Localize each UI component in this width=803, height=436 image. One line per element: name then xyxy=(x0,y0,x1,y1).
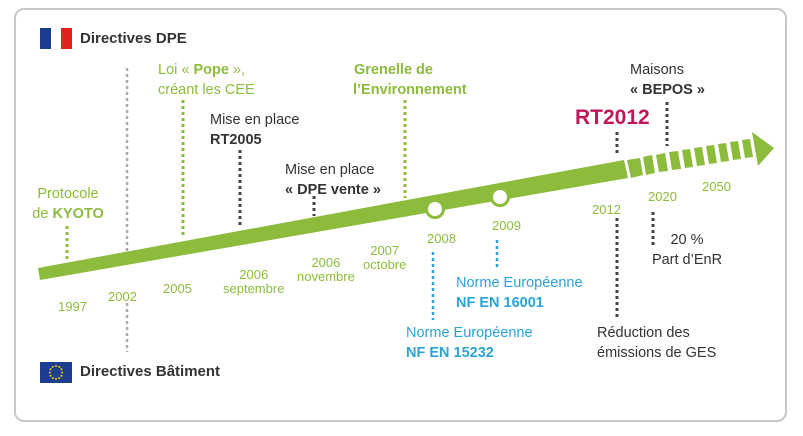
event-dpe-vente-label: Mise en place « DPE vente » xyxy=(285,160,381,200)
event-nf15232-line2: NF EN 15232 xyxy=(406,345,494,361)
diagram-frame xyxy=(14,8,787,422)
milestone-2009-circle xyxy=(490,187,510,207)
event-bepos-line1: Maisons xyxy=(630,62,684,78)
milestone-2008-circle xyxy=(425,199,445,219)
year-1997: 1997 xyxy=(58,299,87,314)
event-bepos-label: Maisons « BEPOS » xyxy=(630,60,705,100)
event-enr-line1: 20 % xyxy=(670,232,704,248)
year-2005: 2005 xyxy=(163,281,192,296)
event-rt2005-line2: RT2005 xyxy=(210,132,262,148)
event-nf15232-line1: Norme Européenne xyxy=(406,325,533,341)
event-rt2012-label: RT2012 xyxy=(575,106,650,129)
timeline-future-segments xyxy=(627,139,753,178)
event-bepos-line2: « BEPOS » xyxy=(630,82,705,98)
year-2009: 2009 xyxy=(492,218,521,233)
event-ges-line1: Réduction des xyxy=(597,325,690,341)
event-pope-label: Loi « Pope », créant les CEE xyxy=(158,60,255,100)
event-pope-line2: créant les CEE xyxy=(158,82,255,98)
event-ges-label: Réduction des émissions de GES xyxy=(597,323,716,363)
event-grenelle-line2: l’Environnement xyxy=(353,82,467,98)
event-grenelle-line1: Grenelle de xyxy=(354,62,433,78)
event-dpe-vente-line2: « DPE vente » xyxy=(285,182,381,198)
year-2006-novembre: 2006 novembre xyxy=(297,255,355,284)
event-kyoto-label: Protocole de KYOTO xyxy=(28,184,108,224)
event-rt2005-line1: Mise en place xyxy=(210,112,300,128)
event-nf15232-label: Norme Européenne NF EN 15232 xyxy=(406,323,533,363)
event-dpe-vente-line1: Mise en place xyxy=(285,162,375,178)
event-pope-line1: Loi « Pope », xyxy=(158,62,246,78)
event-kyoto-line2: de KYOTO xyxy=(32,206,104,222)
year-2050: 2050 xyxy=(702,179,731,194)
year-2007-octobre: 2007 octobre xyxy=(363,243,407,272)
event-kyoto-line1: Protocole xyxy=(37,186,99,202)
year-2002: 2002 xyxy=(108,289,137,304)
event-nf16001-line2: NF EN 16001 xyxy=(456,295,544,311)
timeline-arrowhead xyxy=(752,132,774,166)
year-2008: 2008 xyxy=(427,231,456,246)
event-nf16001-label: Norme Européenne NF EN 16001 xyxy=(456,273,583,313)
event-enr-label: 20 % Part d’EnR xyxy=(640,230,734,270)
event-ges-line2: émissions de GES xyxy=(597,345,717,361)
france-flag-icon xyxy=(40,28,72,49)
event-rt2005-label: Mise en place RT2005 xyxy=(210,110,299,150)
eu-flag-icon xyxy=(40,362,72,383)
header-directives-batiment: Directives Bâtiment xyxy=(80,363,221,380)
year-2020: 2020 xyxy=(648,189,677,204)
year-2006-septembre: 2006 septembre xyxy=(223,267,285,296)
event-grenelle-label: Grenelle de l’Environnement xyxy=(353,60,467,100)
event-nf16001-line1: Norme Européenne xyxy=(456,275,583,291)
year-2012: 2012 xyxy=(592,202,621,217)
header-directives-dpe: Directives DPE xyxy=(80,30,187,47)
event-enr-line2: Part d’EnR xyxy=(651,252,723,268)
timeline-band xyxy=(38,160,628,280)
